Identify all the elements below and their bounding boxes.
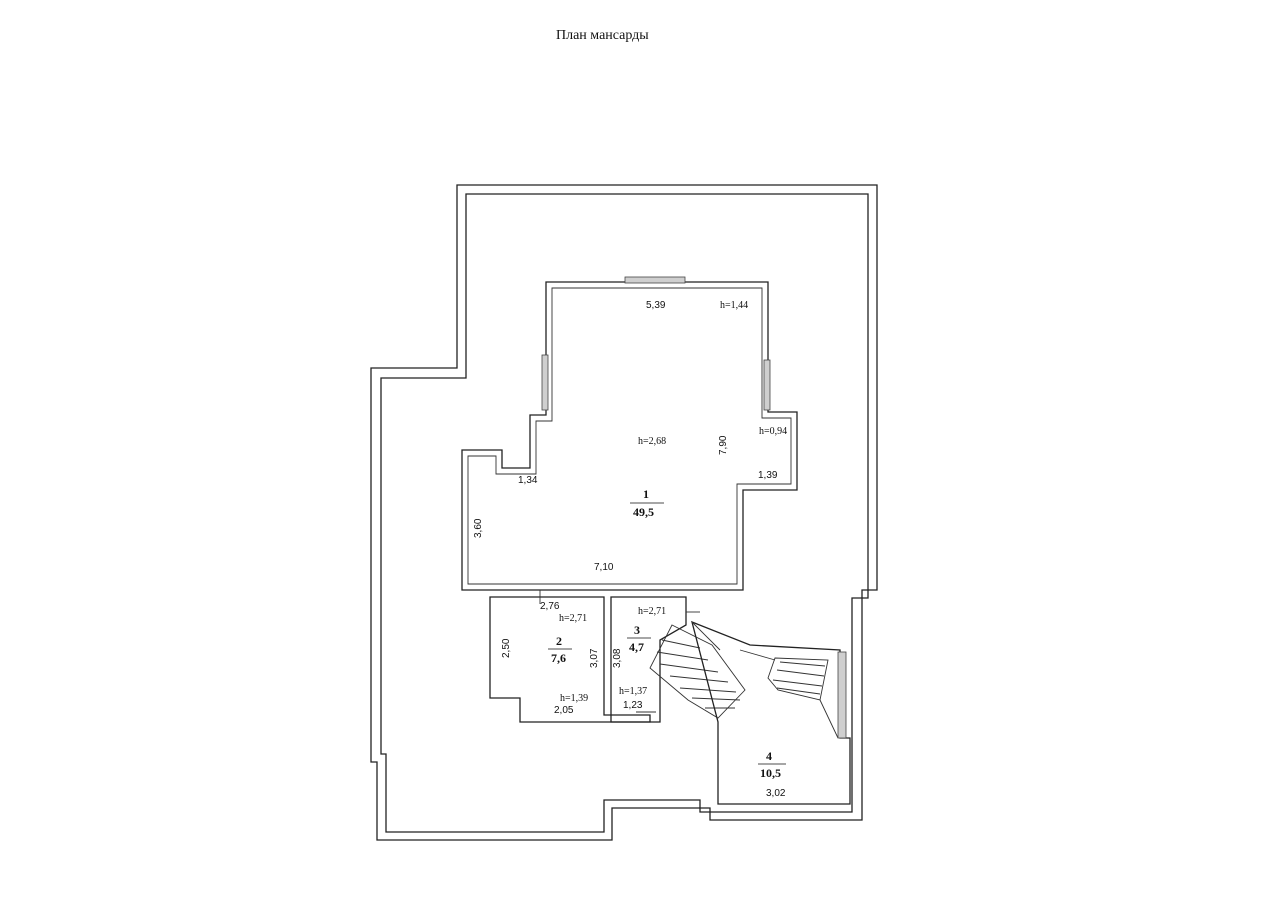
dim-5-39: 5,39 bbox=[646, 300, 666, 311]
outer-wall-inner bbox=[380, 193, 869, 833]
dim-3-60: 3,60 bbox=[473, 518, 484, 538]
room-4-outline bbox=[691, 620, 851, 805]
dim-2-50: 2,50 bbox=[501, 638, 512, 658]
room-3-number: 3 bbox=[634, 623, 640, 637]
window-right bbox=[763, 359, 771, 411]
dim-1-23: 1,23 bbox=[623, 700, 643, 711]
height-1-37: h=1,37 bbox=[619, 686, 647, 697]
dim-1-39: 1,39 bbox=[758, 470, 778, 481]
dim-7-10: 7,10 bbox=[594, 562, 614, 573]
window-top bbox=[624, 276, 686, 284]
dim-3-02: 3,02 bbox=[766, 788, 786, 799]
height-1-44: h=1,44 bbox=[720, 300, 748, 311]
room-3-area: 4,7 bbox=[629, 640, 644, 654]
dim-7-90: 7,90 bbox=[718, 435, 729, 455]
dim-2-76: 2,76 bbox=[540, 601, 560, 612]
room-1-inner-line bbox=[467, 287, 792, 585]
outer-wall-outer bbox=[370, 184, 878, 841]
room-4-number: 4 bbox=[766, 749, 772, 763]
stair-left-flight bbox=[649, 624, 746, 719]
height-2-71-room-2: h=2,71 bbox=[559, 613, 587, 624]
height-2-71-room-3: h=2,71 bbox=[638, 606, 666, 617]
window-room-4 bbox=[837, 651, 847, 739]
room-1-outline bbox=[461, 281, 798, 591]
page-title: План мансарды bbox=[556, 28, 649, 43]
window-left bbox=[541, 354, 549, 411]
room-1-number: 1 bbox=[643, 487, 649, 501]
height-1-39: h=1,39 bbox=[560, 693, 588, 704]
height-0-94: h=0,94 bbox=[759, 426, 787, 437]
room-2-area: 7,6 bbox=[551, 651, 566, 665]
height-2-68: h=2,68 bbox=[638, 436, 666, 447]
dim-3-07: 3,07 bbox=[589, 648, 600, 668]
dim-3-08: 3,08 bbox=[612, 648, 623, 668]
room-2-number: 2 bbox=[556, 634, 562, 648]
room-4-area: 10,5 bbox=[760, 766, 781, 780]
dim-2-05: 2,05 bbox=[554, 705, 574, 716]
stair-right-flight bbox=[767, 657, 829, 701]
dim-1-34: 1,34 bbox=[518, 475, 538, 486]
room-3-outline bbox=[610, 596, 687, 723]
room-1-area: 49,5 bbox=[633, 505, 654, 519]
